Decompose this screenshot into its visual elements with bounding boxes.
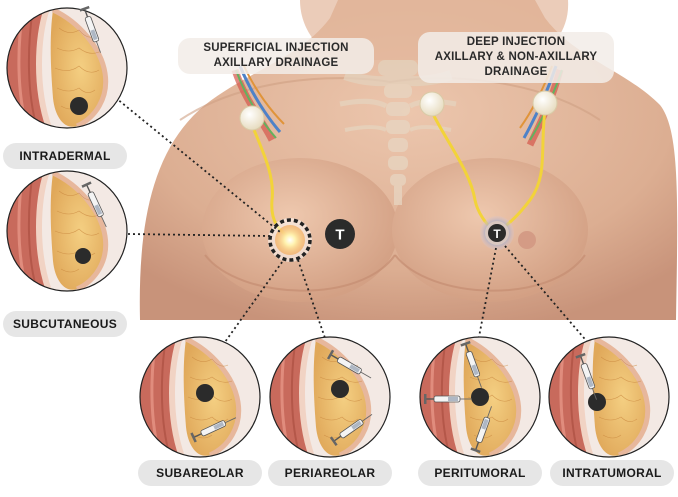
tumor-icon [196, 384, 214, 402]
right-nipple [518, 231, 536, 249]
deep-injection-callout: DEEP INJECTION AXILLARY & NON-AXILLARY D… [418, 32, 614, 83]
superficial-injection-callout: SUPERFICIAL INJECTION AXILLARY DRAINAGE [178, 38, 374, 74]
left-axillary-lymph-node [239, 105, 265, 131]
tumor-icon [471, 388, 489, 406]
tumor-icon [75, 248, 91, 264]
callout-line-3: DRAINAGE [484, 66, 548, 78]
right-tumor: T [480, 216, 514, 250]
callout-line-2: AXILLARY DRAINAGE [213, 57, 339, 69]
callout-line-1: DEEP INJECTION [466, 36, 566, 48]
peritumoral-cross-section [419, 336, 541, 458]
internal-mammary-lymph-node [419, 91, 445, 117]
subareolar-cross-section [139, 336, 261, 458]
subcutaneous-cross-section [6, 170, 128, 292]
subareolar-label: SUBAREOLAR [138, 460, 262, 486]
left-tumor: T [325, 219, 355, 249]
subcutaneous-label: SUBCUTANEOUS [3, 311, 127, 337]
tumor-icon [588, 393, 606, 411]
left-areola-injection-site [268, 218, 312, 262]
intradermal-label: INTRADERMAL [3, 143, 127, 169]
intratumoral-label: INTRATUMORAL [550, 460, 674, 486]
peritumoral-label: PERITUMORAL [418, 460, 542, 486]
tumor-icon [70, 97, 88, 115]
callout-line-1: SUPERFICIAL INJECTION [203, 42, 349, 54]
callout-line-2: AXILLARY & NON-AXILLARY [434, 51, 598, 63]
svg-text:T: T [493, 227, 501, 241]
right-axillary-lymph-node [532, 90, 558, 116]
intradermal-cross-section [6, 5, 128, 129]
svg-text:T: T [335, 227, 344, 244]
intratumoral-cross-section [548, 336, 670, 458]
tumor-icon [331, 380, 349, 398]
periareolar-label: PERIAREOLAR [268, 460, 392, 486]
leader-lines [99, 84, 591, 346]
periareolar-cross-section [269, 336, 391, 458]
